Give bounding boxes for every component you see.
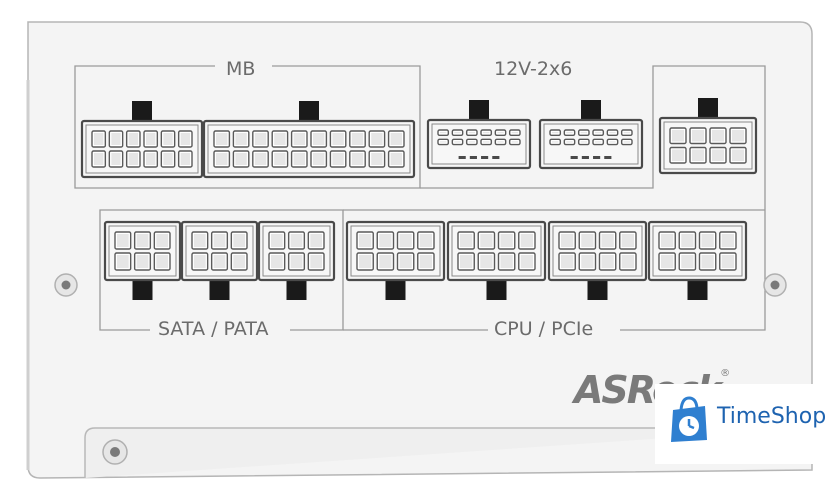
mb-group-outline — [74, 65, 421, 189]
screw-left — [54, 273, 78, 297]
bottom-plate — [84, 427, 812, 478]
watermark-text: TimeShop — [717, 404, 827, 429]
sata-connector-2 — [180, 220, 259, 300]
cpu-pcie-connector-2 — [446, 220, 547, 300]
sata-connector-3 — [257, 220, 336, 300]
cpu-pcie-label: CPU / PCIe — [494, 318, 594, 340]
cpu-pcie-connector-3 — [547, 220, 648, 300]
cpu-group-outline — [343, 209, 765, 331]
sata-group-outline — [99, 209, 344, 331]
pcie-12v-group-outline — [420, 65, 766, 331]
cpu-pcie-connector-1 — [345, 220, 446, 300]
mb-label: MB — [226, 58, 256, 80]
pcie-12v-connector-2 — [538, 100, 644, 170]
store-watermark: TimeShop — [655, 384, 840, 464]
sata-pata-label: SATA / PATA — [158, 318, 269, 340]
cpu-pcie-connector-4 — [647, 220, 748, 300]
pcie-12v-label: 12V-2x6 — [494, 58, 573, 80]
screw-right — [763, 273, 787, 297]
screw-bottom — [102, 439, 128, 465]
shopping-bag-clock-icon — [671, 396, 707, 442]
pcie-8pin-connector-top — [658, 98, 758, 175]
registered-mark: ® — [720, 368, 731, 379]
sata-connector-1 — [103, 220, 182, 300]
mb-connector-left — [80, 101, 204, 179]
pcie-12v-connector-1 — [426, 100, 532, 170]
mb-connector-right — [202, 101, 416, 179]
